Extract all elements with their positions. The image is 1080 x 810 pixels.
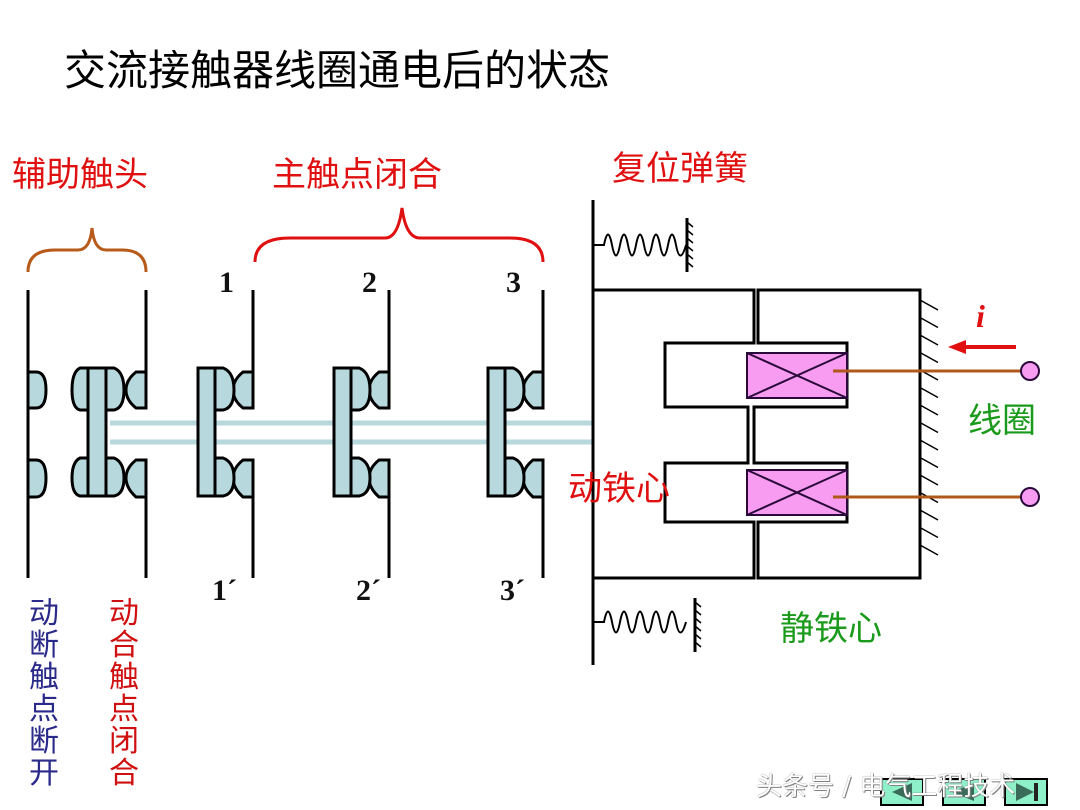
coil-windings	[746, 352, 848, 516]
back-icon	[952, 783, 974, 801]
wall-hatch-line	[919, 316, 939, 329]
wall-hatch-line	[919, 386, 939, 399]
nav-back-button[interactable]	[942, 778, 986, 806]
rewind-icon	[892, 783, 912, 801]
spring-anchor-hatch	[686, 245, 694, 252]
coil-label: 线圈	[968, 401, 1036, 441]
return-spring-label: 复位弹簧	[612, 149, 748, 189]
spring-anchor-hatch	[686, 253, 694, 260]
aux-brace	[26, 227, 148, 273]
terminal-label-1-prime: 1´	[212, 574, 237, 607]
wall-hatch-line	[919, 299, 939, 311]
main-brace	[253, 207, 545, 263]
wall-hatch-line	[919, 439, 939, 451]
main-contact-pole-1	[196, 290, 255, 578]
wall-hatch-line	[919, 509, 939, 521]
main-contact-pole-2	[332, 290, 391, 578]
terminal-label-1: 1	[219, 266, 234, 299]
terminal-label-3-prime: 3´	[500, 574, 525, 607]
no-contact-closed-label: 动合触点闭合	[109, 596, 139, 791]
terminal-label-2-prime: 2´	[356, 574, 381, 607]
coil-terminal-bottom	[1020, 487, 1040, 507]
static-core-label: 静铁心	[780, 609, 882, 649]
wall-hatch-line	[919, 544, 939, 556]
coil-leads	[833, 361, 1040, 507]
spring-anchor-hatch	[686, 237, 694, 244]
spring-anchor-hatch	[694, 601, 702, 608]
wall-hatch-line	[919, 334, 939, 346]
page-title: 交流接触器线圈通电后的状态	[64, 46, 611, 95]
current-arrow	[948, 340, 1016, 354]
spring-anchor-hatch	[686, 221, 694, 228]
nav-next-button[interactable]	[1004, 778, 1048, 806]
watermark: 头条号 / 电气工程技术	[756, 772, 1016, 802]
spring-anchor-hatch	[686, 261, 694, 268]
coil-terminal-top	[1020, 361, 1040, 381]
electromagnet	[591, 200, 939, 665]
spring-anchor-hatch	[694, 617, 702, 624]
main-contacts-label: 主触点闭合	[272, 155, 442, 195]
nc-contact-open-label: 动断触点断开	[29, 596, 59, 791]
spring-anchor-hatch	[694, 609, 702, 616]
spring-anchor-hatch	[694, 625, 702, 632]
nav-previous-button[interactable]	[880, 778, 924, 806]
wall-hatch-line	[919, 526, 939, 539]
auxiliary-contacts	[26, 290, 148, 578]
moving-core-label: 动铁心	[568, 469, 670, 509]
wall-hatch-line	[919, 456, 939, 469]
terminal-label-2: 2	[362, 266, 377, 299]
terminal-label-3: 3	[506, 266, 521, 299]
forward-icon	[1016, 783, 1038, 801]
top-spring	[593, 233, 687, 257]
auxiliary-contacts-label: 辅助触头	[12, 155, 148, 195]
main-contact-pole-3	[486, 290, 545, 578]
current-symbol: i	[976, 298, 985, 334]
spring-anchor-hatch	[694, 633, 702, 640]
spring-anchor-hatch	[686, 229, 694, 236]
linkage-rod	[110, 420, 633, 445]
spring-anchor-hatch	[694, 641, 702, 648]
wall-hatch-line	[919, 421, 939, 434]
wall-hatch-line	[919, 404, 939, 416]
bottom-spring	[593, 610, 687, 634]
wall-hatch-line	[919, 474, 939, 486]
wall-hatch-line	[919, 351, 939, 364]
